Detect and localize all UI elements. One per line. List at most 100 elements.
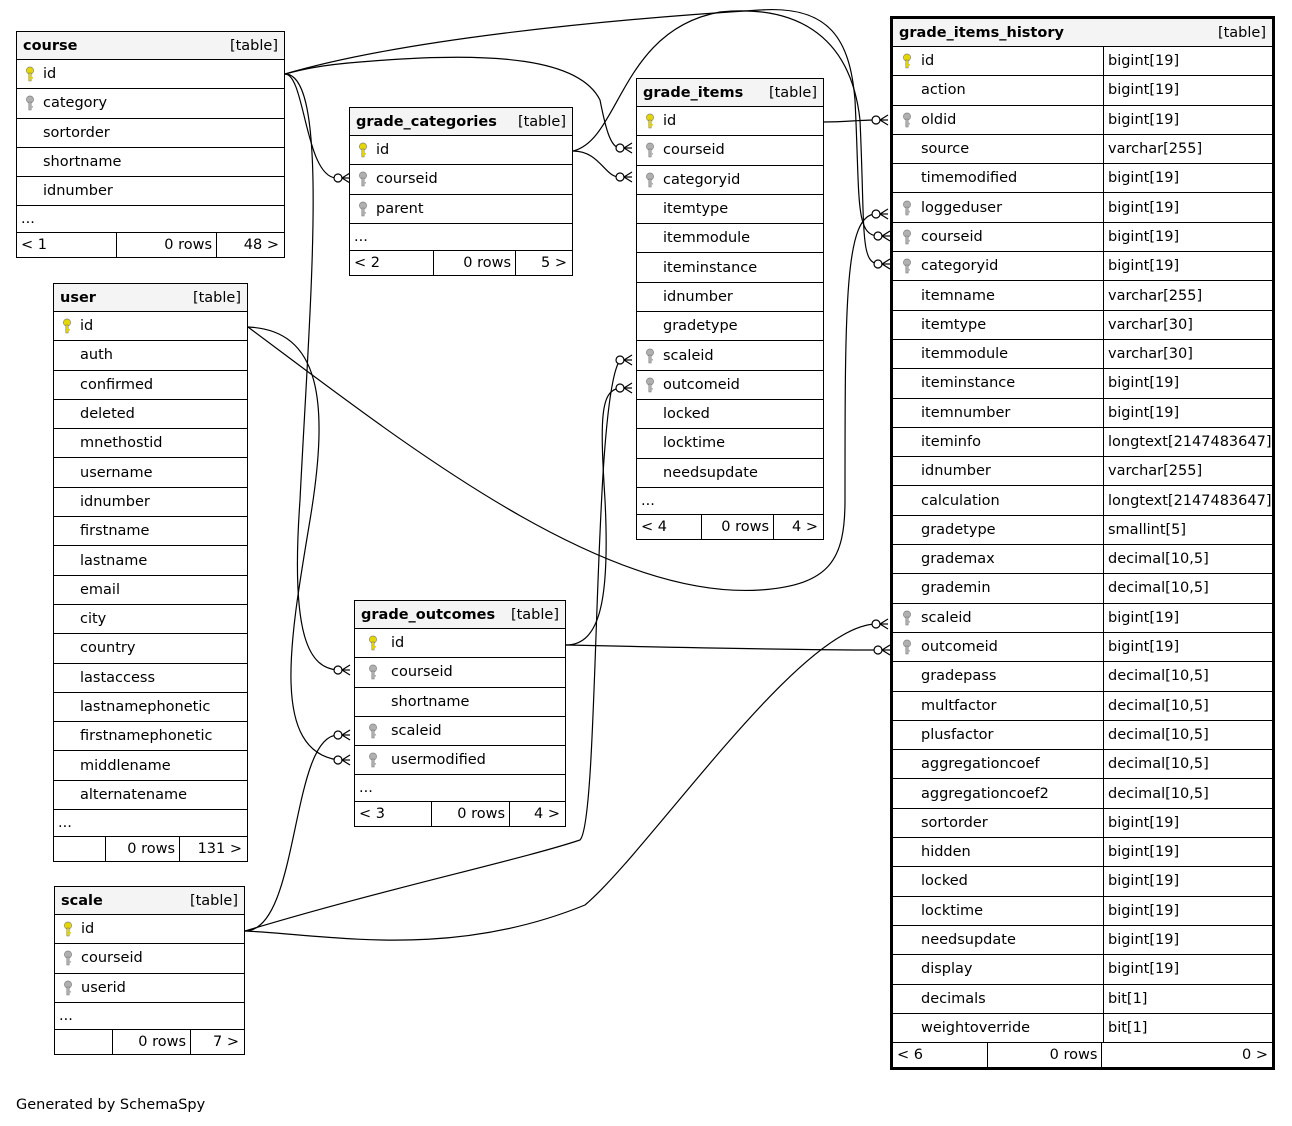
column-row[interactable]: idnumber <box>17 177 284 207</box>
column-row[interactable]: deleted <box>54 400 247 430</box>
table-header[interactable]: grade_items_history[table] <box>893 19 1272 47</box>
table-header[interactable]: grade_outcomes[table] <box>355 601 565 629</box>
table-header[interactable]: grade_items[table] <box>637 79 823 107</box>
column-row[interactable]: userid <box>55 974 244 1003</box>
column-row[interactable]: locktime <box>637 429 823 459</box>
column-row[interactable]: id <box>17 60 284 90</box>
column-row[interactable]: lastnamephonetic <box>54 693 247 723</box>
parent-count-link[interactable]: < 4 <box>637 514 702 539</box>
column-row[interactable]: username <box>54 458 247 488</box>
column-row[interactable]: shortname <box>17 148 284 178</box>
column-row[interactable]: outcomeid <box>637 371 823 400</box>
column-row[interactable]: lastaccess <box>54 664 247 693</box>
column-row[interactable]: scaleid <box>355 717 565 747</box>
column-row[interactable]: firstnamephonetic <box>54 722 247 752</box>
column-row[interactable]: city <box>54 605 247 635</box>
column-row[interactable]: firstname <box>54 517 247 547</box>
column-row[interactable]: gradetype <box>637 312 823 342</box>
child-count-link[interactable]: 4 > <box>792 518 818 535</box>
column-row[interactable]: idnumber <box>637 283 823 313</box>
parent-count-link[interactable]: < 6 <box>893 1043 989 1068</box>
column-row[interactable]: auth <box>54 341 247 371</box>
column-row[interactable]: country <box>54 634 247 664</box>
parent-count-link[interactable] <box>54 837 106 862</box>
column-row[interactable]: alternatename <box>54 781 247 811</box>
column-row[interactable]: id <box>637 107 823 137</box>
column-row[interactable]: mnethostid <box>54 429 247 459</box>
parent-count-link[interactable]: < 3 <box>355 802 432 827</box>
column-row[interactable]: parent <box>350 195 572 224</box>
column-row[interactable]: courseid <box>350 165 572 195</box>
more-columns-ellipsis[interactable]: ... <box>350 224 572 251</box>
column-row[interactable]: courseid <box>55 944 244 974</box>
child-count-link[interactable]: 5 > <box>541 254 567 271</box>
more-columns-ellipsis[interactable]: ... <box>355 775 565 803</box>
more-columns-ellipsis[interactable]: ... <box>54 810 247 838</box>
column-row[interactable]: id <box>55 915 244 945</box>
column-row[interactable]: id <box>355 629 565 659</box>
column-row[interactable]: courseid <box>637 136 823 166</box>
column-row[interactable]: sortorder <box>17 119 284 148</box>
table-header[interactable]: user[table] <box>54 284 247 312</box>
column-row[interactable]: itemtype <box>637 195 823 225</box>
table-header[interactable]: grade_categories[table] <box>350 108 572 136</box>
child-count-link[interactable]: 4 > <box>534 806 560 823</box>
column-row[interactable]: locked <box>637 400 823 430</box>
column-row[interactable]: id <box>350 136 572 166</box>
column-row[interactable]: scaleid <box>637 341 823 371</box>
column-row[interactable]: iteminstance <box>637 253 823 283</box>
child-count-link[interactable]: 7 > <box>213 1033 239 1050</box>
parent-count-link[interactable]: < 1 <box>17 233 117 258</box>
column-row[interactable]: confirmed <box>54 371 247 400</box>
child-count-link[interactable]: 48 > <box>243 237 279 254</box>
column-row[interactable]: email <box>54 576 247 605</box>
parent-count-link[interactable] <box>55 1029 113 1054</box>
column-row[interactable]: courseid <box>355 658 565 688</box>
more-columns-ellipsis[interactable]: ... <box>55 1003 244 1030</box>
column-row[interactable]: middlename <box>54 751 247 781</box>
column-row[interactable]: lastname <box>54 546 247 576</box>
table-header[interactable]: course[table] <box>17 32 284 60</box>
child-count-link[interactable]: 0 > <box>1242 1047 1268 1064</box>
table-header[interactable]: scale[table] <box>55 887 244 915</box>
column-row[interactable]: usermodified <box>355 746 565 776</box>
more-columns-ellipsis[interactable]: ... <box>17 206 284 234</box>
column-row[interactable]: itemmodule <box>637 224 823 254</box>
child-count-link[interactable]: 131 > <box>197 841 242 858</box>
